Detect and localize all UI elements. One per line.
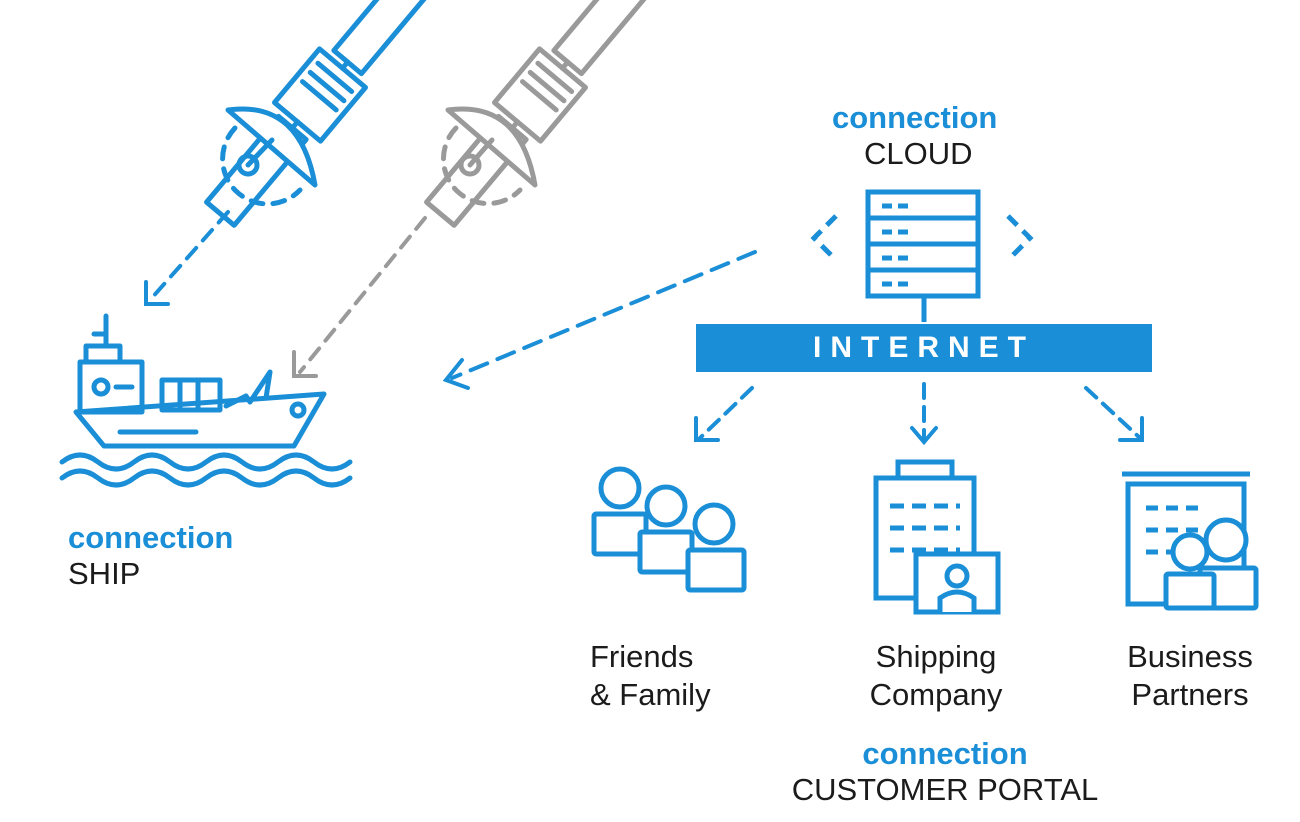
endpoint-friends-label: Friends & Family: [576, 638, 756, 714]
endpoint-partners-label: Business Partners: [1108, 638, 1272, 714]
business-partners-icon: [1122, 471, 1259, 611]
arrow-cloud-to-ship: [442, 250, 757, 390]
internet-bar: [696, 324, 1152, 372]
ship-title: SHIP: [68, 555, 141, 591]
cloud-server-icon: [810, 189, 1034, 322]
cloud-title: CLOUD: [864, 135, 973, 171]
arrow-satellite-blue-to-ship: [144, 210, 230, 306]
arrow-satellite-grey-to-ship: [292, 216, 427, 378]
portal-title: CUSTOMER PORTAL: [791, 771, 1099, 807]
portal-label: connection CUSTOMER PORTAL: [760, 736, 1130, 807]
endpoint-shipping-label: Shipping Company: [846, 638, 1026, 714]
friends-line2: & Family: [590, 676, 711, 712]
arrow-internet-to-friends: [694, 386, 754, 442]
cloud-label: connection CLOUD: [832, 100, 1032, 171]
shipping-line2: Company: [869, 676, 1003, 712]
cloud-keyword: connection: [832, 100, 998, 135]
ship-icon: [59, 313, 353, 488]
internet-label: INTERNET: [813, 331, 1035, 364]
arrow-internet-to-partners: [1084, 386, 1144, 442]
office-building-icon: [873, 459, 1001, 615]
partners-line1: Business: [1127, 639, 1253, 674]
portal-keyword: connection: [862, 736, 1028, 771]
people-group-icon: [591, 466, 747, 593]
ship-label: connection SHIP: [68, 520, 288, 591]
friends-line1: Friends: [590, 639, 694, 674]
partners-line2: Partners: [1131, 676, 1249, 712]
satellite-grey-icon: [424, 0, 656, 228]
satellite-blue-icon: [204, 0, 436, 228]
arrow-internet-to-shipping: [910, 382, 938, 446]
ship-keyword: connection: [68, 520, 234, 555]
shipping-line1: Shipping: [875, 639, 997, 674]
